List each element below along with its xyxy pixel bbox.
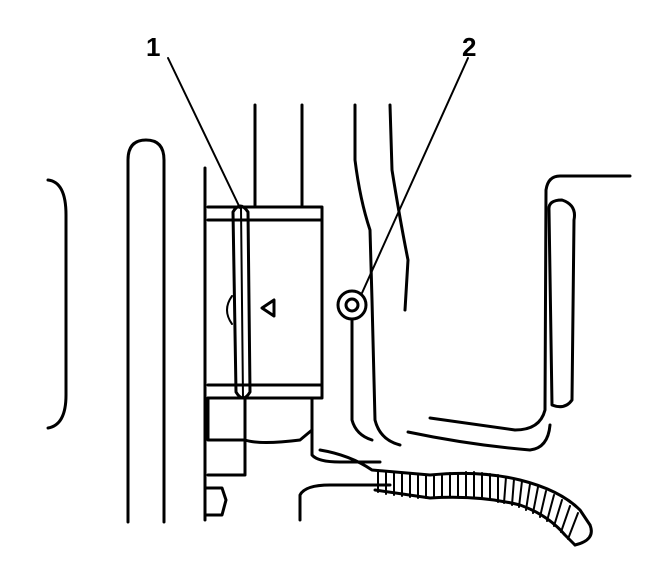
body-panel-contour	[350, 318, 374, 442]
clamp-band-edge	[240, 207, 244, 399]
wiring-harness	[318, 448, 593, 547]
lower-frame-base	[310, 396, 382, 464]
body-panel-left-edge	[353, 103, 402, 447]
lower-frame-step	[243, 396, 314, 444]
callout-1-label: 1	[146, 32, 160, 62]
bracket-curve-marking	[226, 295, 233, 325]
base-plate	[298, 483, 392, 522]
right-grip-handle	[547, 198, 576, 409]
callout-1-leader	[167, 57, 241, 209]
right-panel-outline	[428, 174, 632, 432]
left-pillar-outline	[126, 138, 166, 524]
callout-2-label: 2	[462, 32, 476, 62]
fastener-outer[interactable]	[336, 289, 368, 321]
left-bracket-outline	[46, 178, 68, 430]
lower-bolt-head	[204, 486, 228, 517]
lower-frame-left	[206, 396, 247, 477]
bracket-body	[206, 205, 324, 400]
bracket-arrow-marking	[260, 298, 276, 318]
harness-end-cap	[573, 523, 593, 547]
harness-ribs	[377, 469, 579, 540]
body-panel-right-edge	[388, 103, 410, 312]
fastener-inner	[344, 297, 360, 313]
callout-2-leader	[361, 57, 469, 294]
clamp-band[interactable]	[231, 204, 252, 400]
right-floor-line	[406, 423, 552, 452]
